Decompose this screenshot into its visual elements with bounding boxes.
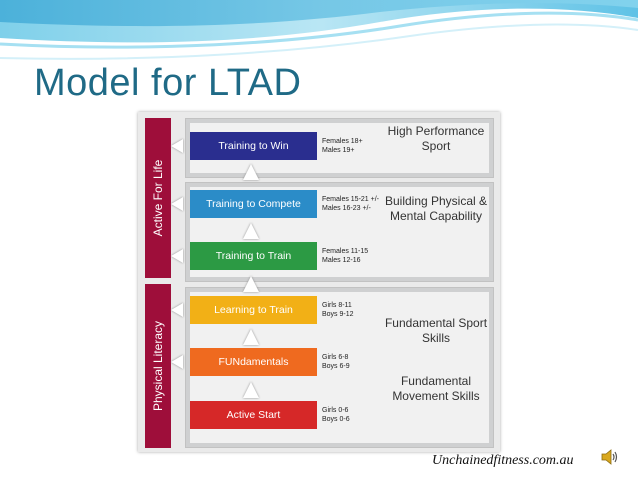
side-label-active-for-life: Active For Life	[151, 159, 165, 237]
side-bar-active-for-life: Active For Life	[145, 118, 171, 278]
stage-fundamentals: FUNdamentals	[190, 348, 317, 376]
arrow-left-icon	[171, 249, 183, 263]
arrow-up-icon	[243, 329, 259, 345]
arrow-left-icon	[171, 303, 183, 317]
arrow-left-icon	[171, 197, 183, 211]
stage-age-training-to-compete: Females 15-21 +/-Males 16-23 +/-	[322, 196, 379, 212]
arrow-left-icon	[171, 139, 183, 153]
arrow-up-icon	[243, 276, 259, 292]
category-building-capability: Building Physical & Mental Capability	[384, 194, 488, 223]
stage-learning-to-train: Learning to Train	[190, 296, 317, 324]
category-fundamental-sport-skills: Fundamental Sport Skills	[384, 316, 488, 345]
side-label-physical-literacy: Physical Literacy	[151, 320, 165, 412]
speaker-icon[interactable]	[599, 447, 619, 467]
side-bar-physical-literacy: Physical Literacy	[145, 284, 171, 448]
header-wave-decoration	[0, 0, 638, 60]
stage-active-start: Active Start	[190, 401, 317, 429]
stage-age-training-to-win: Females 18+Males 19+	[322, 138, 363, 154]
arrow-up-icon	[243, 164, 259, 180]
stage-training-to-train: Training to Train	[190, 242, 317, 270]
stage-training-to-compete: Training to Compete	[190, 190, 317, 218]
stage-training-to-win: Training to Win	[190, 132, 317, 160]
ltad-diagram: Active For Life Physical Literacy Traini…	[138, 112, 500, 452]
category-fundamental-movement-skills: Fundamental Movement Skills	[392, 374, 480, 403]
slide-title: Model for LTAD	[34, 62, 302, 104]
source-credit: Unchainedfitness.com.au	[432, 453, 574, 468]
arrow-up-icon	[243, 382, 259, 398]
category-high-performance-sport: High Performance Sport	[387, 124, 485, 153]
arrow-up-icon	[243, 223, 259, 239]
arrow-left-icon	[171, 355, 183, 369]
